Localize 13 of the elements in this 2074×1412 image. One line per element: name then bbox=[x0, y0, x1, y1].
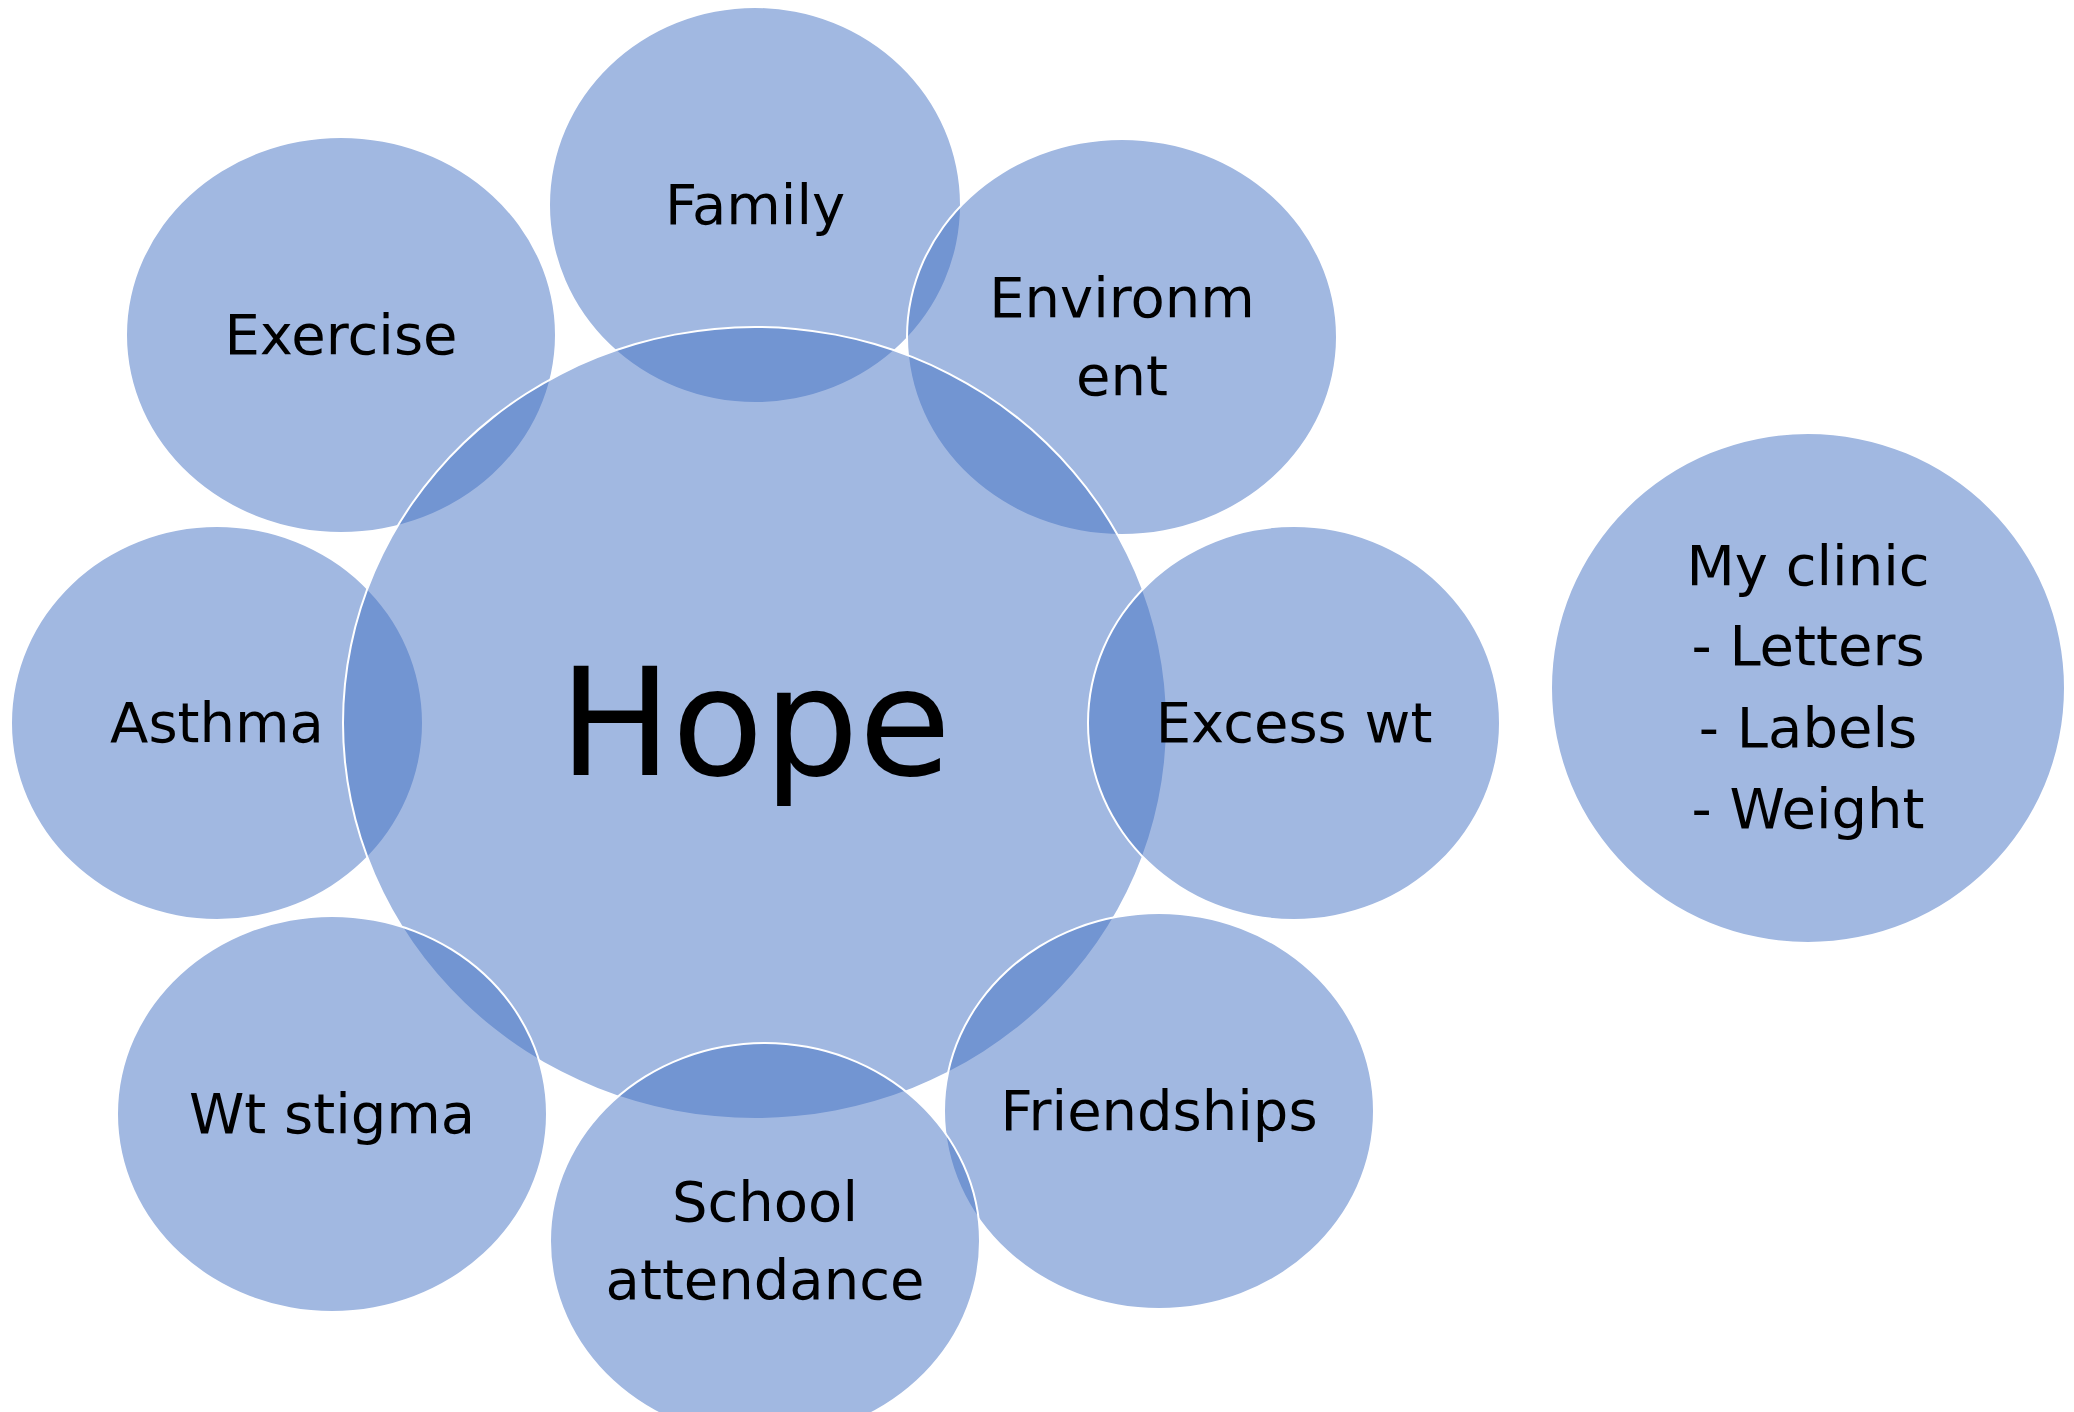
topic-label: Excess wt bbox=[1155, 688, 1433, 757]
list-item: - Labels bbox=[1698, 693, 1918, 762]
topic-label: My clinic bbox=[1686, 532, 1930, 600]
topic-label: Wt stigma bbox=[188, 1079, 476, 1148]
topic-label: Family bbox=[664, 170, 846, 239]
topic-label: Friendships bbox=[1000, 1076, 1318, 1145]
topic-label: School attendance bbox=[604, 1167, 926, 1314]
list-item: - Letters bbox=[1691, 612, 1925, 681]
center-label: Hope bbox=[558, 635, 952, 812]
topic-label: Exercise bbox=[224, 300, 458, 369]
topic-label: Asthma bbox=[110, 688, 324, 757]
list-item: - Weight bbox=[1691, 774, 1925, 843]
topic-label: Environment bbox=[988, 263, 1256, 410]
